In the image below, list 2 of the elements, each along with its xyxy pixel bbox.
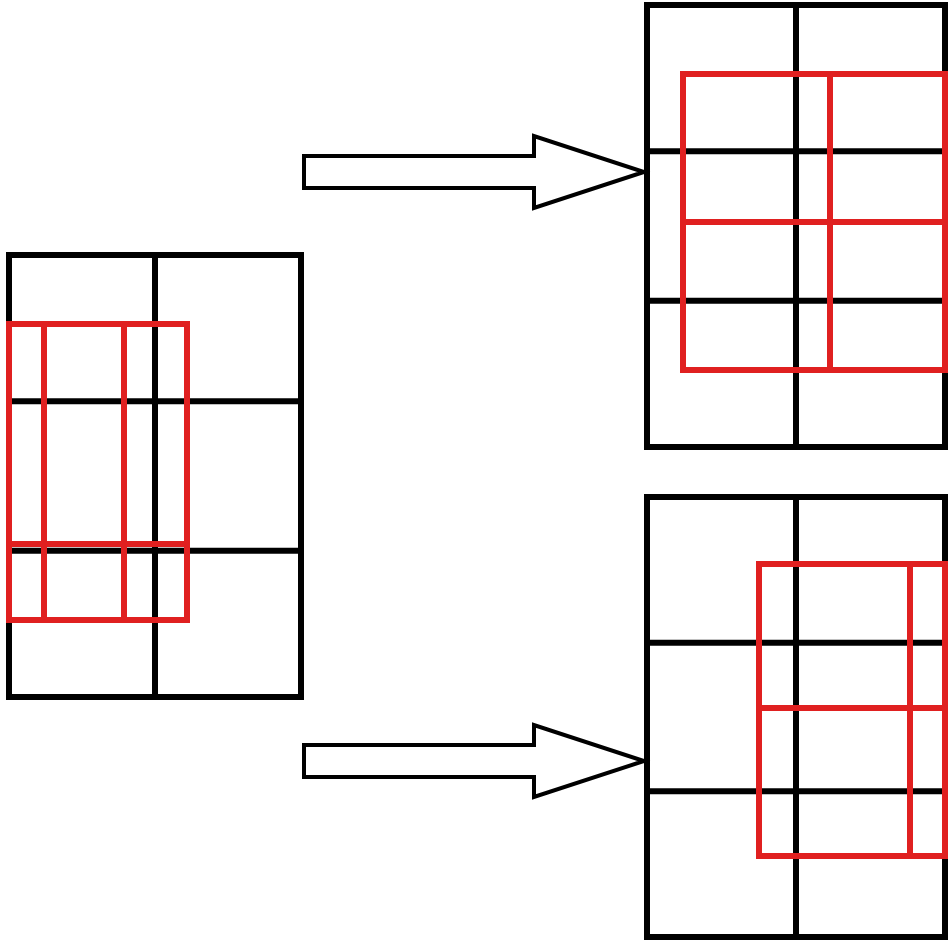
block-arrow xyxy=(302,722,651,800)
block-arrow xyxy=(302,133,651,211)
